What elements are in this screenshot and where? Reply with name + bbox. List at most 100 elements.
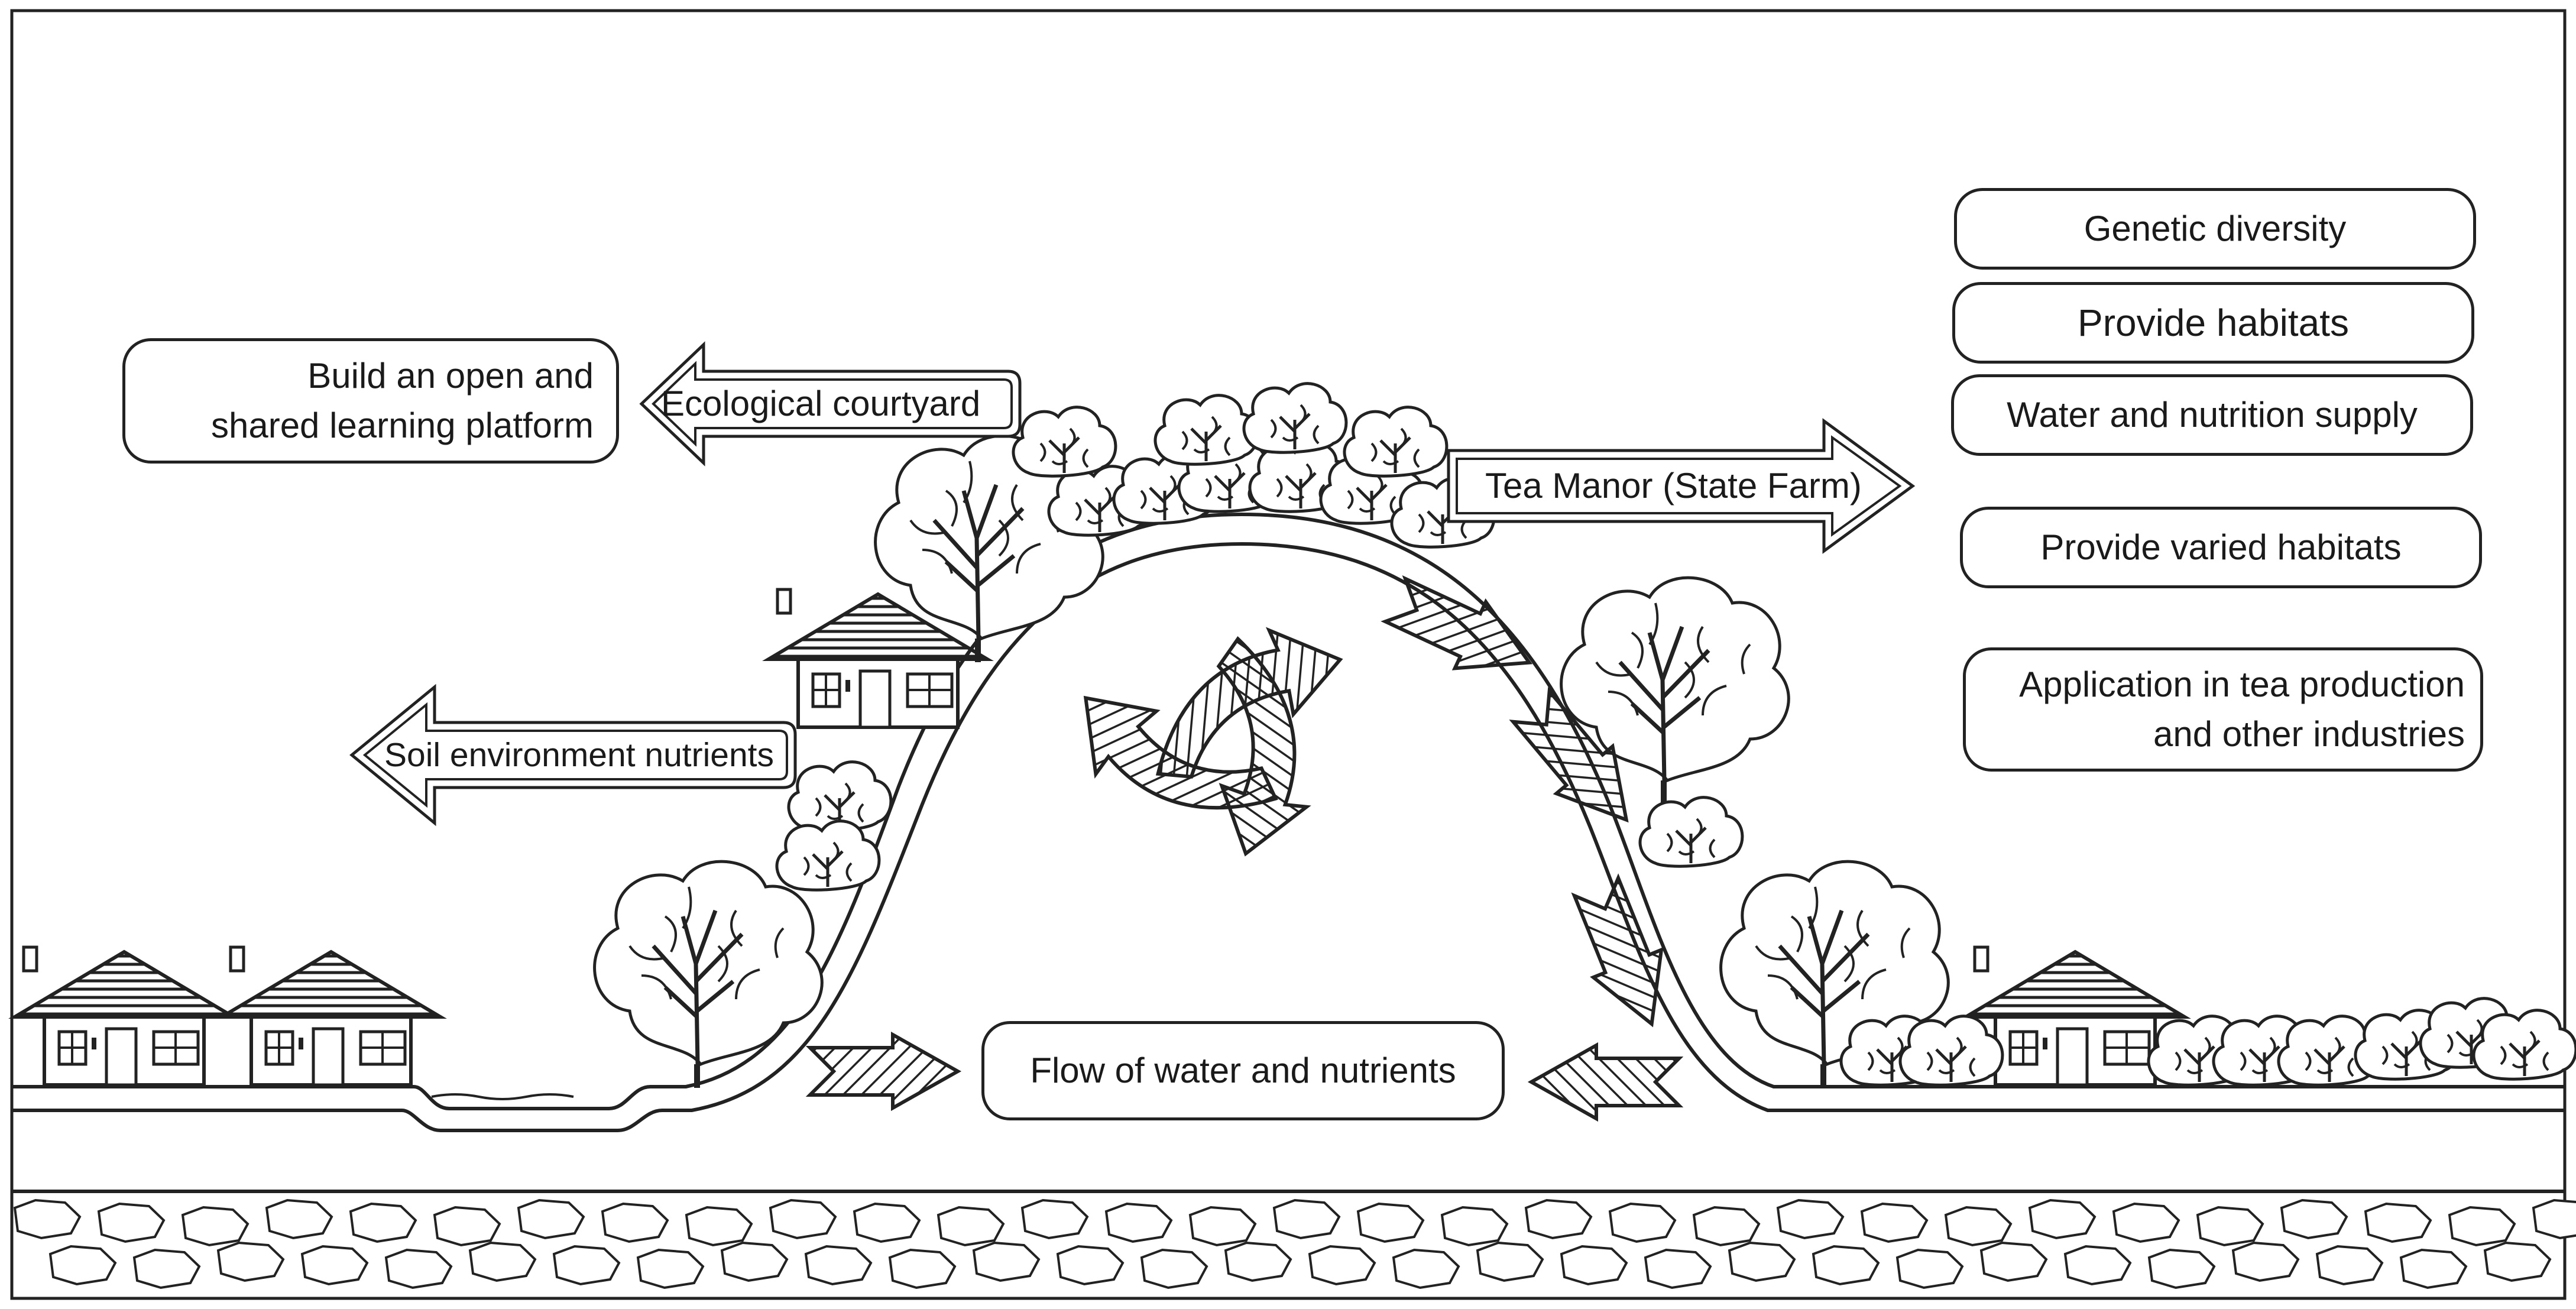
bedrock-stone [1896, 1249, 1963, 1289]
bedrock-stone [133, 1249, 200, 1289]
water-nutrition-supply-text: Water and nutrition supply [2007, 395, 2418, 435]
bedrock-stone [2400, 1249, 2467, 1289]
bedrock-stone [973, 1242, 1040, 1282]
bedrock-stone [301, 1245, 368, 1285]
genetic-diversity-text: Genetic diversity [2084, 209, 2347, 248]
outer-frame [10, 9, 2567, 1300]
bedrock-stone [49, 1245, 116, 1285]
application-box: Application in tea production and other … [1963, 647, 2483, 772]
bedrock-stone [2532, 1199, 2576, 1239]
tea-manor-text: Tea Manor (State Farm) [1485, 466, 1862, 506]
bedrock-stone [1693, 1206, 1760, 1246]
cycle-arrow-bottom [1083, 695, 1278, 810]
application-line-2: and other industries [2153, 714, 2465, 754]
bedrock-stone [14, 1199, 81, 1239]
bedrock-stone [637, 1249, 704, 1289]
provide-varied-habitats-box: Provide varied habitats [1960, 507, 2482, 588]
hatched-arrow-slope-1 [1381, 575, 1533, 670]
bedrock-stone [1945, 1206, 2012, 1246]
bedrock-stone [1525, 1199, 1592, 1239]
water-nutrition-supply-box: Water and nutrition supply [1951, 374, 2473, 456]
bedrock-stone [1609, 1203, 1676, 1243]
provide-varied-habitats-text: Provide varied habitats [2040, 527, 2402, 567]
bedrock-stone [1308, 1245, 1376, 1285]
bedrock-stone [1057, 1245, 1124, 1285]
bedrock-stone [2280, 1199, 2348, 1239]
bedrock-stone [1021, 1199, 1088, 1239]
bedrock-stone [2232, 1242, 2299, 1282]
hatched-arrow-left-flow [805, 1031, 962, 1112]
bedrock-stone [2364, 1203, 2432, 1243]
bedrock-stone [2196, 1206, 2264, 1246]
bedrock-stone [2064, 1245, 2131, 1285]
arrow-ecological-courtyard [639, 341, 1022, 466]
arrow-tea-manor [1447, 418, 1916, 554]
bedrock-stone [601, 1203, 669, 1243]
bedrock-stone [1441, 1206, 1508, 1246]
bedrock-stone [1357, 1203, 1424, 1243]
house-left-1 [3, 947, 234, 1085]
arrow-soil-environment [349, 683, 797, 827]
bedrock-stone [889, 1249, 956, 1289]
bedrock-stone [1105, 1203, 1172, 1243]
tea-manor-label: Tea Manor (State Farm) [1485, 461, 1862, 511]
bedrock-stone [217, 1242, 284, 1282]
bedrock-stone [2112, 1203, 2180, 1243]
bedrock-stone [2448, 1206, 2516, 1246]
flow-text: Flow of water and nutrients [1030, 1051, 1456, 1090]
bedrock-stone [2316, 1245, 2383, 1285]
bedrock-stone [1644, 1249, 1712, 1289]
bedrock-stone [517, 1199, 585, 1239]
bedrock-stone [553, 1245, 620, 1285]
bedrock-stone [937, 1206, 1005, 1246]
bedrock-stone [1476, 1242, 1544, 1282]
bedrock-stone [805, 1245, 872, 1285]
bedrock-stone [182, 1206, 249, 1246]
bedrock-stone [349, 1203, 417, 1243]
bedrock-stone [1224, 1242, 1292, 1282]
bedrock-stone [769, 1199, 837, 1239]
hatched-arrow-right-flow [1527, 1042, 1684, 1122]
bedrock-stone [1273, 1199, 1340, 1239]
bedrock-stone [2148, 1249, 2215, 1289]
bedrock-stone [1140, 1249, 1208, 1289]
bedrock-stone [2029, 1199, 2096, 1239]
bedrock-stone [853, 1203, 921, 1243]
ecological-courtyard-text: Ecological courtyard [661, 384, 981, 423]
bedrock-stone [385, 1249, 452, 1289]
application-line-1: Application in tea production [2019, 665, 2465, 704]
bedrock-stone [433, 1206, 501, 1246]
flow-box: Flow of water and nutrients [981, 1021, 1505, 1120]
bedrock-stone [1392, 1249, 1460, 1289]
soil-environment-text: Soil environment nutrients [384, 736, 775, 774]
ecological-courtyard-label: Ecological courtyard [661, 378, 980, 429]
bedrock-stone [98, 1203, 165, 1243]
learning-platform-line-2: shared learning platform [210, 406, 594, 445]
bedrock-stone [2484, 1242, 2551, 1282]
bedrock-stone [1560, 1245, 1628, 1285]
bedrock-stone [1777, 1199, 1844, 1239]
bedrock-stone [1861, 1203, 1928, 1243]
soil-environment-label: Soil environment nutrients [384, 730, 774, 780]
learning-platform-box: Build an open and shared learning platfo… [122, 338, 619, 464]
hilltop-bushes [1013, 384, 1494, 547]
house-left-2 [210, 947, 440, 1085]
genetic-diversity-box: Genetic diversity [1954, 188, 2476, 270]
tree-left-valley [595, 861, 822, 1088]
bedrock [12, 1190, 2576, 1289]
bedrock-stone [721, 1242, 788, 1282]
bedrock-stone [1189, 1206, 1256, 1246]
hatched-arrow-slope-2 [1509, 686, 1629, 823]
provide-habitats-box: Provide habitats [1952, 282, 2474, 364]
provide-habitats-text: Provide habitats [2078, 302, 2349, 344]
bedrock-stone [265, 1199, 333, 1239]
bedrock-stone [1728, 1242, 1796, 1282]
bedrock-stone [469, 1242, 536, 1282]
bedrock-stone [1980, 1242, 2047, 1282]
ground-bushes [1841, 999, 2576, 1086]
bedrock-stone [1812, 1245, 1880, 1285]
hatched-arrow-slope-3 [1571, 873, 1664, 1028]
learning-platform-line-1: Build an open and [307, 356, 594, 396]
bedrock-stone [685, 1206, 753, 1246]
